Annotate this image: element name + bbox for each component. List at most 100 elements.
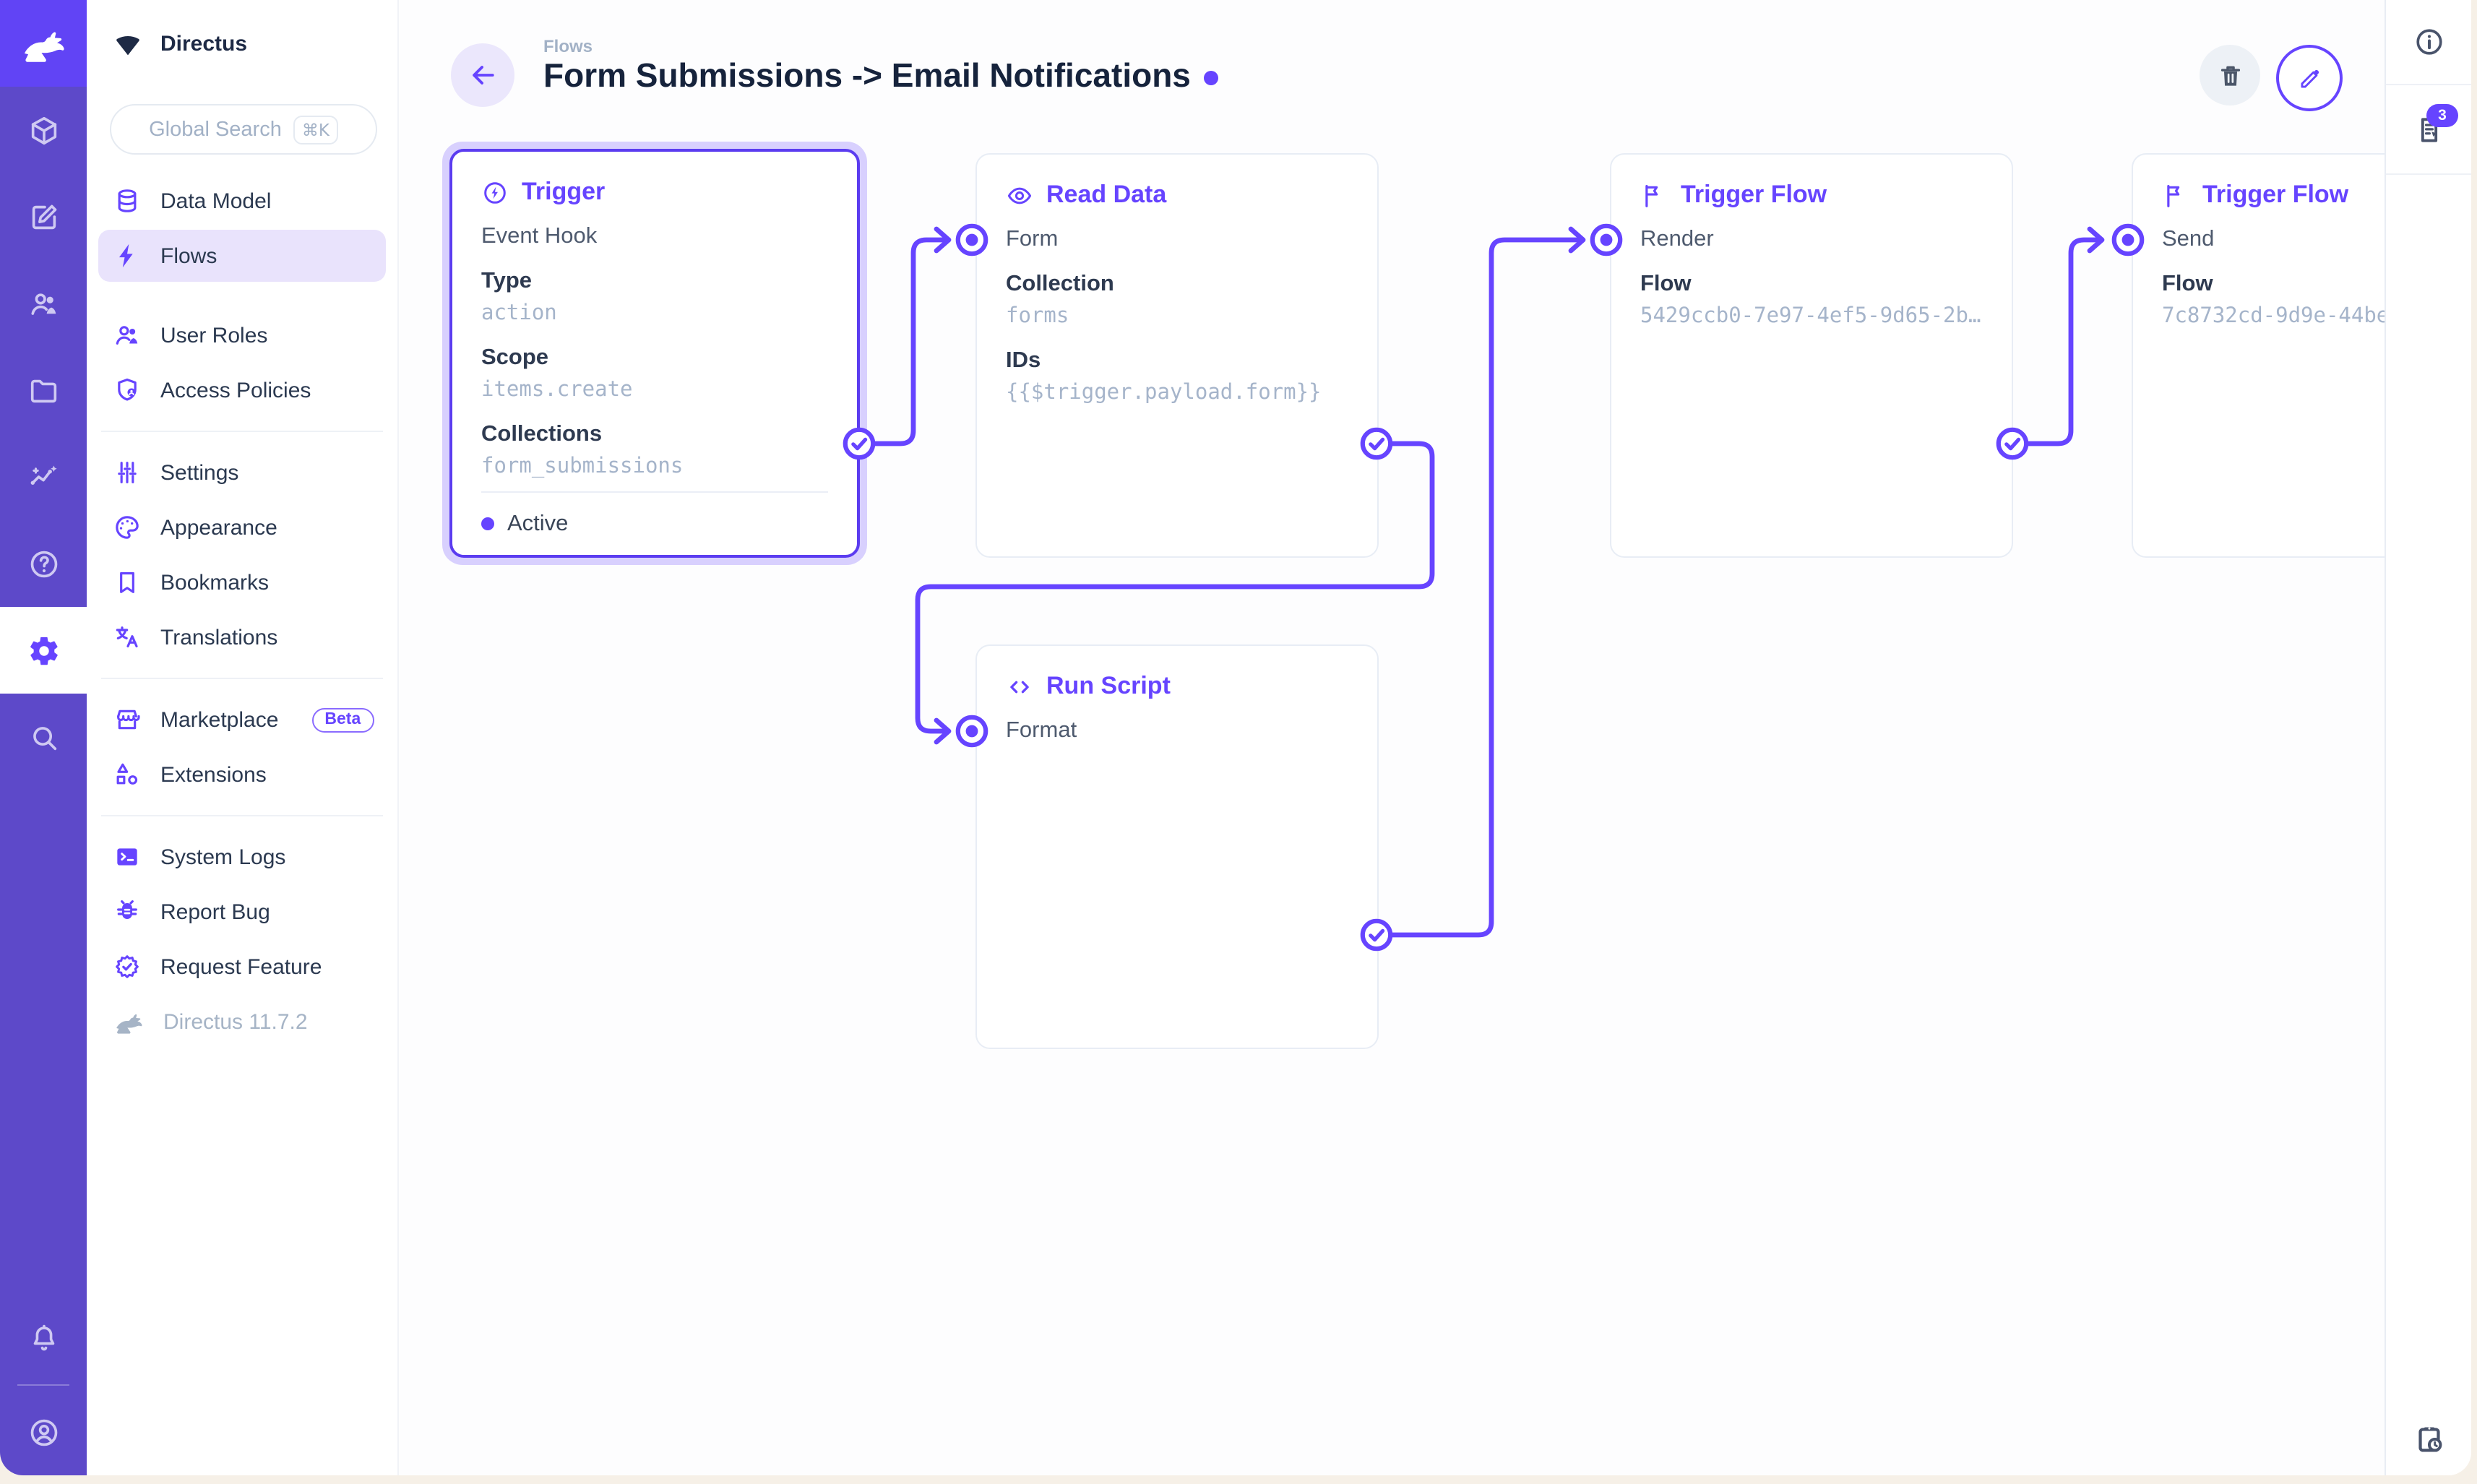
sidebar-item-data-model[interactable]: Data Model xyxy=(98,175,386,227)
nav-label: Data Model xyxy=(160,189,272,213)
sidebar-divider xyxy=(101,678,383,679)
terminal-icon xyxy=(113,842,142,871)
trash-icon xyxy=(2216,61,2244,89)
bug-icon xyxy=(113,897,142,926)
operation-key: Format xyxy=(1006,718,1077,743)
sidebar-item-settings[interactable]: Settings xyxy=(98,447,386,499)
flag-icon xyxy=(2162,181,2189,209)
beta-badge: Beta xyxy=(311,707,374,732)
bolt-icon xyxy=(113,241,142,270)
breadcrumb[interactable]: Flows xyxy=(543,36,593,56)
module-users[interactable] xyxy=(0,260,87,347)
version-label: Directus 11.7.2 xyxy=(163,1009,308,1034)
sidebar-item-access-policies[interactable]: Access Policies xyxy=(98,364,386,416)
right-sidebar: 3 xyxy=(2385,0,2471,1475)
module-bar xyxy=(0,0,87,1475)
search-icon xyxy=(27,720,60,754)
status-label: Active xyxy=(507,511,569,535)
flow-canvas[interactable]: Flows Form Submissions -> Email Notifica… xyxy=(399,0,2385,1475)
search-placeholder: Global Search xyxy=(149,118,282,141)
sidebar-item-extensions[interactable]: Extensions xyxy=(98,749,386,801)
field-value: form_submissions xyxy=(481,455,684,478)
trigger-flow-render-node[interactable]: Trigger Flow Render Flow 5429ccb0-7e97-4… xyxy=(1610,153,2013,558)
palette-icon xyxy=(113,513,142,542)
back-button[interactable] xyxy=(451,43,514,107)
module-search[interactable] xyxy=(0,694,87,780)
arrow-left-icon xyxy=(467,59,499,91)
edit-flow-button[interactable] xyxy=(2276,45,2343,111)
sidebar-item-report-bug[interactable]: Report Bug xyxy=(98,886,386,938)
field-label: Flow xyxy=(1640,272,1692,296)
help-icon xyxy=(27,547,60,580)
insights-icon xyxy=(27,460,60,493)
sidebar-item-request-feature[interactable]: Request Feature xyxy=(98,941,386,993)
project-name: Directus xyxy=(160,31,248,56)
sidebar-divider xyxy=(101,431,383,432)
read-data-node[interactable]: Read Data Form Collection forms IDs {{$t… xyxy=(975,153,1379,558)
module-editor[interactable] xyxy=(0,173,87,260)
info-icon xyxy=(2413,26,2445,58)
status-dot xyxy=(481,517,494,530)
nav-label: Marketplace xyxy=(160,707,279,732)
bell-icon xyxy=(27,1321,60,1355)
rabbit-icon xyxy=(19,19,68,68)
rabbit-gray-icon xyxy=(113,1006,145,1037)
sidebar-item-flows[interactable]: Flows xyxy=(98,230,386,282)
nav-label: Extensions xyxy=(160,762,267,787)
field-value: {{$trigger.payload.form}} xyxy=(1006,381,1322,405)
run-script-node[interactable]: Run Script Format xyxy=(975,644,1379,1049)
read-data-node-title: Read Data xyxy=(977,155,1377,212)
pencil-icon xyxy=(2296,64,2323,92)
field-label: Collection xyxy=(1006,272,1114,296)
notices-count-badge: 3 xyxy=(2426,103,2458,126)
search-shortcut: ⌘K xyxy=(293,115,338,144)
module-bar-divider xyxy=(17,1384,69,1386)
nav-label: Request Feature xyxy=(160,954,322,979)
nav-label: Report Bug xyxy=(160,900,270,924)
sidebar-item-appearance[interactable]: Appearance xyxy=(98,501,386,553)
notices-button[interactable]: 3 xyxy=(2413,103,2458,145)
sidebar-item-marketplace[interactable]: Marketplace Beta xyxy=(98,694,386,746)
shield-user-icon xyxy=(113,376,142,405)
store-icon xyxy=(113,705,142,734)
notifications-button[interactable] xyxy=(0,1295,87,1381)
user-circle-icon xyxy=(27,1415,60,1449)
module-content[interactable] xyxy=(0,87,87,173)
nav-label: Access Policies xyxy=(160,378,311,402)
project-switcher[interactable]: Directus xyxy=(87,0,397,64)
operation-key: Send xyxy=(2162,227,2215,251)
field-label: Collections xyxy=(481,422,603,447)
module-docs[interactable] xyxy=(0,520,87,607)
global-search-input[interactable]: Global Search ⌘K xyxy=(110,104,377,155)
field-value: action xyxy=(481,302,557,325)
sidebar-item-user-roles[interactable]: User Roles xyxy=(98,309,386,361)
people-icon xyxy=(113,321,142,350)
module-files[interactable] xyxy=(0,347,87,433)
sidebar-item-system-logs[interactable]: System Logs xyxy=(98,831,386,883)
compose-icon xyxy=(27,200,60,233)
bookmark-icon xyxy=(113,568,142,597)
run-script-node-title: Run Script xyxy=(977,646,1377,704)
module-settings[interactable] xyxy=(0,607,87,694)
page-title: Form Submissions -> Email Notifications xyxy=(543,56,1218,95)
module-insights[interactable] xyxy=(0,433,87,520)
trigger-node[interactable]: Trigger Event Hook Type action Scope ite… xyxy=(449,149,860,558)
schedule-button[interactable] xyxy=(2413,1423,2445,1455)
trigger-flow-send-node[interactable]: Trigger Flow Send Flow 7c8732cd-9d9e-44b… xyxy=(2132,153,2385,558)
shapes-icon xyxy=(113,760,142,789)
badge-check-icon xyxy=(113,952,142,981)
sidebar-nav: Data Model Flows User Roles Access Polic… xyxy=(87,155,397,1048)
field-label: IDs xyxy=(1006,348,1041,373)
info-button[interactable] xyxy=(2413,26,2445,58)
clipboard-clock-icon xyxy=(2413,1423,2445,1455)
people-icon xyxy=(27,287,60,320)
nav-label: Flows xyxy=(160,243,217,268)
tune-icon xyxy=(113,458,142,487)
bolt-circle-icon xyxy=(481,178,509,206)
directus-logo[interactable] xyxy=(0,0,87,87)
code-icon xyxy=(1006,673,1033,700)
account-button[interactable] xyxy=(0,1389,87,1475)
delete-flow-button[interactable] xyxy=(2200,45,2260,105)
sidebar-item-bookmarks[interactable]: Bookmarks xyxy=(98,556,386,608)
sidebar-item-translations[interactable]: Translations xyxy=(98,611,386,663)
